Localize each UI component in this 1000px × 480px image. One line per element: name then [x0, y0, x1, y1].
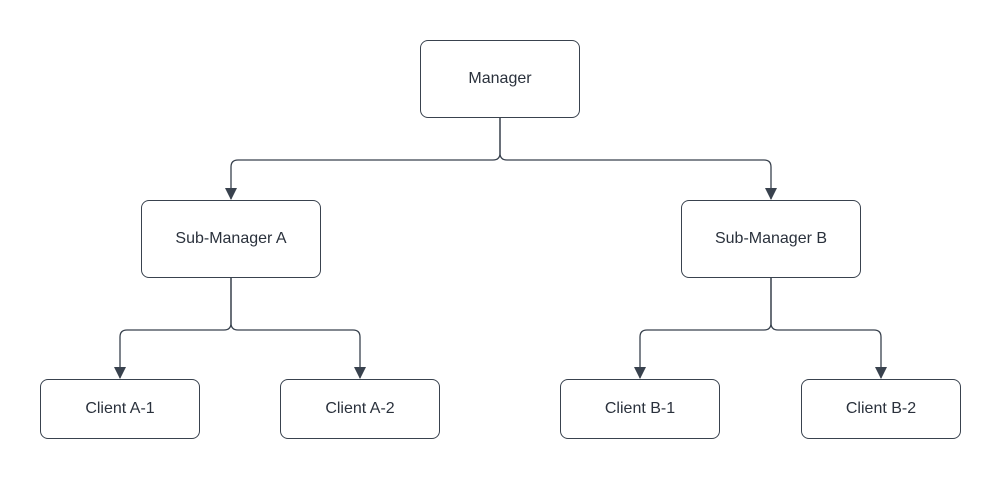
- node-client-a-1[interactable]: Client A-1: [40, 379, 200, 439]
- edge-manager-to-sub-manager-a: [225, 118, 501, 200]
- node-client-b-1-label: Client B-1: [604, 400, 676, 417]
- node-client-b-1[interactable]: Client B-1: [560, 379, 720, 439]
- node-manager[interactable]: Manager: [420, 40, 580, 118]
- node-sub-manager-b-label: Sub-Manager B: [714, 230, 828, 247]
- node-manager-label: Manager: [468, 70, 532, 87]
- node-client-a-1-label: Client A-1: [85, 400, 155, 417]
- edge-sub-manager-a-to-client-a-1: [114, 278, 232, 379]
- node-sub-manager-a[interactable]: Sub-Manager A: [141, 200, 321, 278]
- edge-sub-manager-b-to-client-b-2: [770, 278, 887, 379]
- node-sub-manager-a-label: Sub-Manager A: [175, 230, 287, 247]
- edge-sub-manager-a-to-client-a-2: [230, 278, 366, 379]
- node-client-a-2[interactable]: Client A-2: [280, 379, 440, 439]
- node-sub-manager-b[interactable]: Sub-Manager B: [681, 200, 861, 278]
- node-client-a-2-label: Client A-2: [325, 400, 395, 417]
- node-client-b-2-label: Client B-2: [845, 400, 917, 417]
- edge-sub-manager-b-to-client-b-1: [634, 278, 772, 379]
- edge-manager-to-sub-manager-b: [499, 118, 777, 200]
- node-client-b-2[interactable]: Client B-2: [801, 379, 961, 439]
